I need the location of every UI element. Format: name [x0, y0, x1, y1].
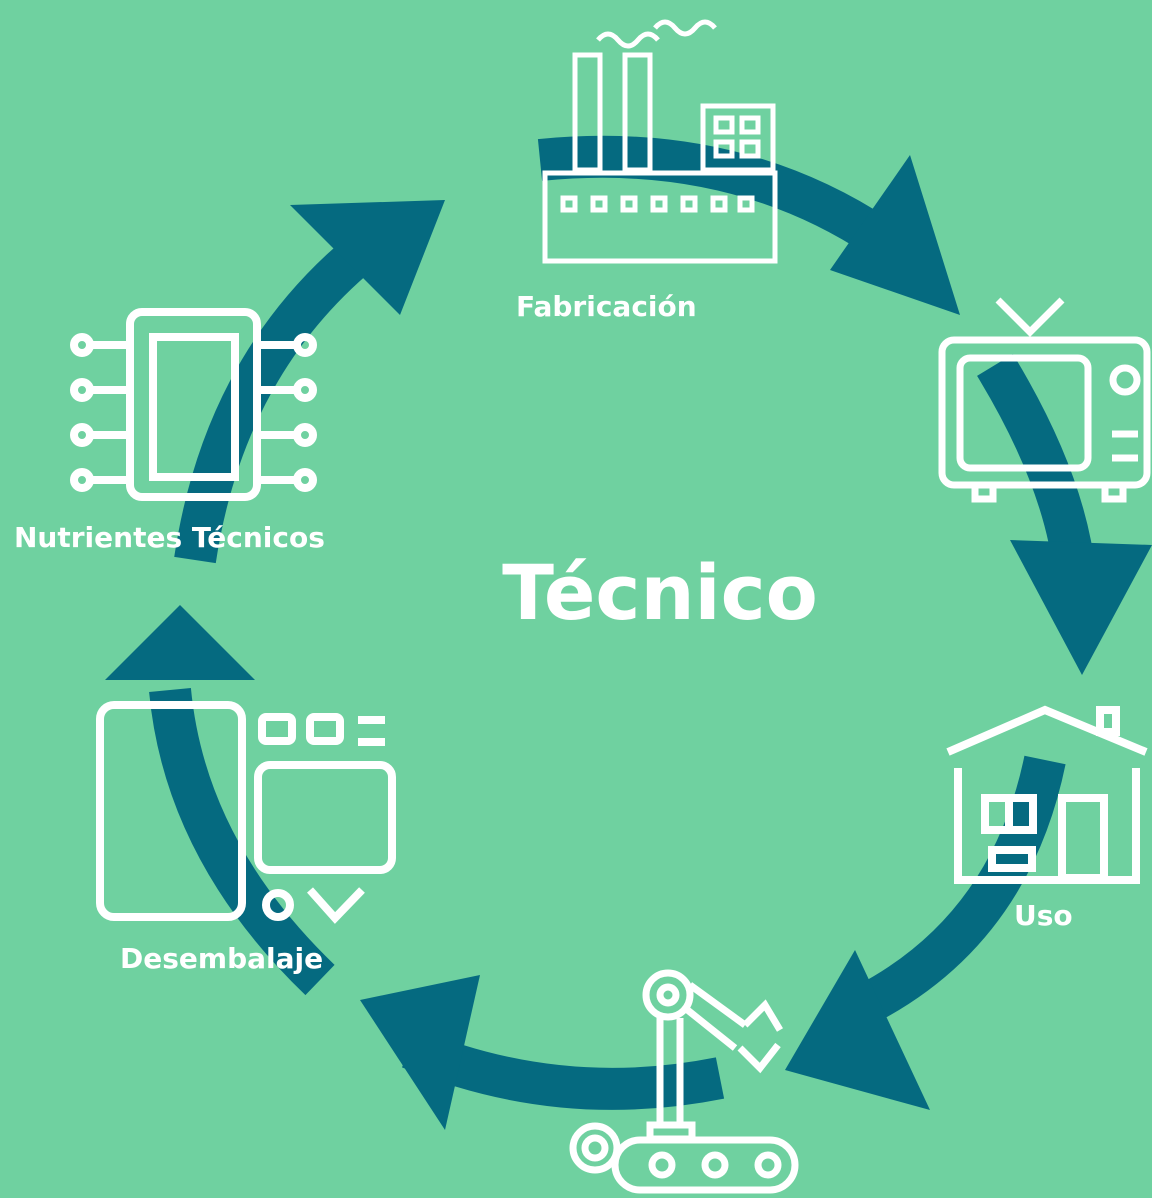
- arrow-heads: [105, 155, 1152, 1130]
- tv-icon: [938, 297, 1151, 503]
- house-icon: [946, 705, 1148, 884]
- arrowhead-6: [290, 200, 445, 315]
- device-disassembly-icon: [96, 701, 396, 924]
- arrowhead-1: [830, 155, 960, 315]
- stage-label-nutrientes: Nutrientes Técnicos: [14, 521, 325, 554]
- arrowhead-4: [360, 975, 480, 1130]
- arrowhead-5: [105, 605, 255, 680]
- arrowhead-2: [1010, 540, 1152, 675]
- factory-icon: [542, 19, 778, 264]
- arrow-desembalaje-to-nutrientes: [149, 687, 335, 996]
- stage-label-desembalaje: Desembalaje: [120, 942, 324, 975]
- robot-arm-icon: [569, 969, 799, 1194]
- stage-label-fabricacion: Fabricación: [516, 290, 697, 323]
- stage-label-uso: Uso: [1014, 899, 1073, 932]
- arrow-nutrientes-to-fabricacion: [174, 228, 384, 564]
- arrowhead-3: [785, 950, 930, 1110]
- microchip-icon: [70, 308, 317, 501]
